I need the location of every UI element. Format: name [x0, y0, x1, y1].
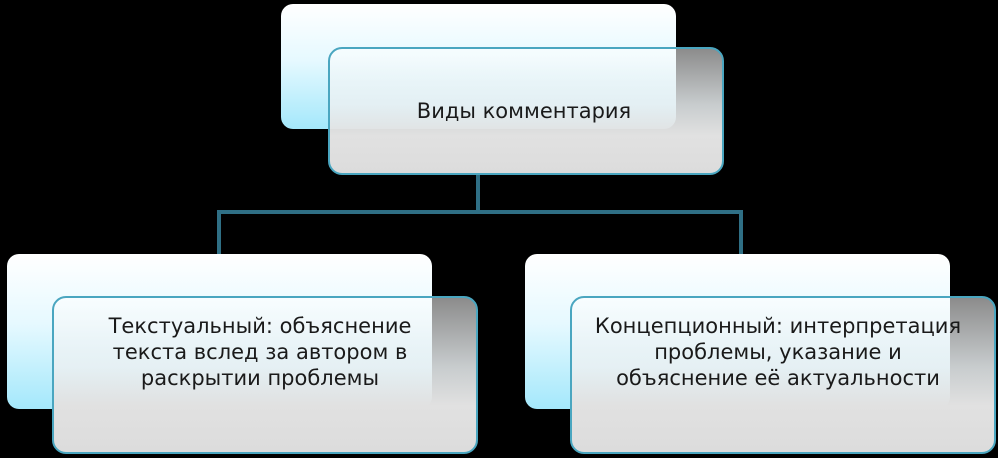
left-node: Текстуальный: объяснение текста вслед за… — [52, 296, 478, 454]
root-node-label: Виды комментария — [416, 98, 632, 123]
connector-right-vertical — [739, 210, 743, 258]
right-node-label: Концепционный: интерпретация проблемы, у… — [594, 313, 962, 391]
root-node: Виды комментария — [328, 47, 724, 175]
connector-root-vertical — [476, 174, 480, 214]
connector-left-vertical — [217, 210, 221, 258]
connector-horizontal — [217, 210, 743, 214]
left-node-label: Текстуальный: объяснение текста вслед за… — [108, 313, 412, 391]
right-node: Концепционный: интерпретация проблемы, у… — [570, 296, 996, 454]
